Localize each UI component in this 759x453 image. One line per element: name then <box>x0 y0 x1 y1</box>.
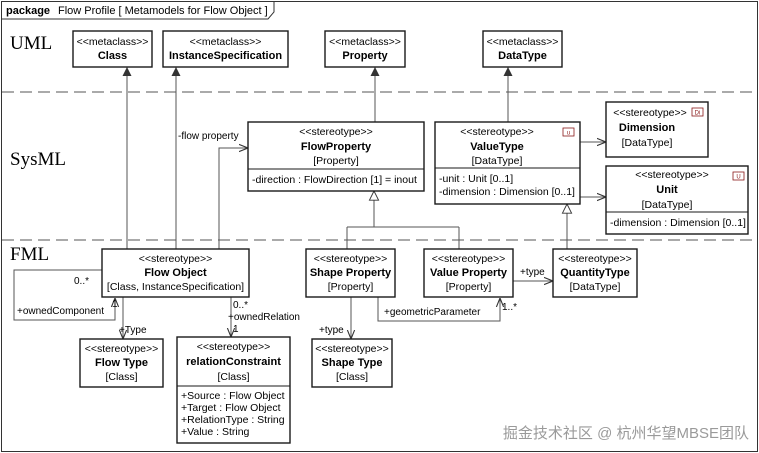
value-type-type: [DataType] <box>472 155 523 167</box>
svg-text:u: u <box>567 131 570 137</box>
shape-type-stereotype: <<stereotype>> <box>315 343 389 355</box>
metaclass-class-name: Class <box>98 50 127 62</box>
label-shapeproperty-type: +type <box>319 325 344 336</box>
label-relation-one: 1 <box>233 324 239 335</box>
layer-label-sysml: SysML <box>10 149 66 170</box>
stereotype-value-property[interactable]: <<stereotype>> Value Property [Property] <box>423 248 514 298</box>
flow-property-name: FlowProperty <box>301 141 372 153</box>
metaclass-instance-specification[interactable]: <<metaclass>> InstanceSpecification <box>162 30 289 68</box>
relation-constraint-stereotype: <<stereotype>> <box>197 341 271 353</box>
stereotype-flow-property[interactable]: <<stereotype>> FlowProperty [Property] -… <box>247 121 425 192</box>
metaclass-datatype-stereotype: <<metaclass>> <box>487 36 559 48</box>
label-flow-property: -flow property <box>178 131 239 142</box>
dimension-icon: Di <box>691 107 704 117</box>
metaclass-property[interactable]: <<metaclass>> Property <box>324 30 406 68</box>
metaclass-class-stereotype: <<metaclass>> <box>77 36 149 48</box>
shape-property-stereotype: <<stereotype>> <box>314 253 388 265</box>
quantity-type-name: QuantityType <box>560 267 629 279</box>
layer-label-fml: FML <box>10 244 49 265</box>
shape-type-name: Shape Type <box>322 357 383 369</box>
metaclass-property-name: Property <box>342 50 388 62</box>
layer-label-uml: UML <box>10 33 52 54</box>
flow-type-stereotype: <<stereotype>> <box>85 343 159 355</box>
shape-property-name: Shape Property <box>310 267 392 279</box>
stereotype-dimension[interactable]: <<stereotype>> Dimension [DataType] Di <box>605 101 709 158</box>
label-geometric-multiplicity: 1..* <box>502 302 517 313</box>
unit-stereotype: <<stereotype>> <box>635 169 709 181</box>
flow-type-name: Flow Type <box>95 357 148 369</box>
relation-constraint-attribute-relationtype: +RelationType : String <box>181 414 285 426</box>
dimension-stereotype: <<stereotype>> <box>613 107 687 119</box>
metaclass-datatype[interactable]: <<metaclass>> DataType <box>482 30 563 68</box>
relation-constraint-attribute-source: +Source : Flow Object <box>181 390 285 402</box>
value-property-name: Value Property <box>430 267 508 279</box>
label-flowobject-type: +Type <box>119 325 147 336</box>
unit-name: Unit <box>656 184 678 196</box>
stereotype-unit[interactable]: <<stereotype>> Unit [DataType] U -dimens… <box>605 165 749 235</box>
label-valueproperty-type: +type <box>520 267 545 278</box>
relation-constraint-attribute-value: +Value : String <box>181 426 250 438</box>
label-owned-relation: +ownedRelation <box>228 312 300 323</box>
shape-type-type: [Class] <box>336 371 368 383</box>
dimension-name: Dimension <box>619 122 676 134</box>
metaclass-instance-stereotype: <<metaclass>> <box>190 36 262 48</box>
stereotype-flow-object[interactable]: <<stereotype>> Flow Object [Class, Insta… <box>101 248 250 298</box>
flow-property-attribute: -direction : FlowDirection [1] = inout <box>252 174 417 186</box>
value-type-attribute-dimension: -dimension : Dimension [0..1] <box>439 186 575 198</box>
valuetype-icon: u <box>562 127 575 137</box>
package-tab <box>1 1 275 20</box>
label-owned-one: 1 <box>112 299 118 310</box>
label-relation-multiplicity: 0..* <box>233 300 248 311</box>
stereotype-value-type[interactable]: <<stereotype>> ValueType [DataType] u -u… <box>434 121 581 205</box>
relation-constraint-attribute-target: +Target : Flow Object <box>181 402 281 414</box>
flow-object-name: Flow Object <box>144 267 207 279</box>
value-property-stereotype: <<stereotype>> <box>432 253 506 265</box>
stereotype-quantity-type[interactable]: <<stereotype>> QuantityType [DataType] <box>552 248 638 298</box>
flow-object-stereotype: <<stereotype>> <box>139 253 213 265</box>
unit-attribute-dimension: -dimension : Dimension [0..1] <box>610 217 746 229</box>
association-geometric-parameter <box>377 297 500 322</box>
stereotype-flow-type[interactable]: <<stereotype>> Flow Type [Class] <box>79 338 164 388</box>
value-type-attribute-unit: -unit : Unit [0..1] <box>439 173 513 185</box>
shape-property-type: [Property] <box>328 281 374 293</box>
label-owned-component: +ownedComponent <box>17 306 104 317</box>
package-keyword: package <box>6 5 50 17</box>
relation-constraint-type: [Class] <box>217 371 249 383</box>
metaclass-class[interactable]: <<metaclass>> Class <box>72 30 153 68</box>
stereotype-shape-type[interactable]: <<stereotype>> Shape Type [Class] <box>311 338 393 388</box>
association-owned-component <box>13 269 115 321</box>
stereotype-shape-property[interactable]: <<stereotype>> Shape Property [Property] <box>305 248 396 298</box>
value-property-type: [Property] <box>446 281 492 293</box>
value-type-stereotype: <<stereotype>> <box>460 126 534 138</box>
metaclass-datatype-name: DataType <box>498 50 547 62</box>
flow-object-type: [Class, InstanceSpecification] <box>107 281 244 293</box>
label-geometric-parameter: +geometricParameter <box>384 307 481 318</box>
relation-constraint-name: relationConstraint <box>186 356 281 368</box>
metaclass-instance-name: InstanceSpecification <box>169 50 282 62</box>
watermark: 掘金技术社区 @ 杭州华望MBSE团队 <box>503 425 749 442</box>
flow-property-stereotype: <<stereotype>> <box>299 126 373 138</box>
quantity-type-type: [DataType] <box>570 281 621 293</box>
stereotype-relation-constraint[interactable]: <<stereotype>> relationConstraint [Class… <box>176 336 291 444</box>
package-title: Flow Profile [ Metamodels for Flow Objec… <box>58 5 268 17</box>
label-owned-multiplicity: 0..* <box>74 276 89 287</box>
flow-type-type: [Class] <box>105 371 137 383</box>
flow-property-type: [Property] <box>313 155 359 167</box>
metaclass-property-stereotype: <<metaclass>> <box>329 36 401 48</box>
unit-icon: U <box>732 171 745 181</box>
unit-type: [DataType] <box>642 199 693 211</box>
value-type-name: ValueType <box>470 141 524 153</box>
dimension-type: [DataType] <box>622 137 673 149</box>
svg-text:Di: Di <box>695 111 701 117</box>
svg-text:U: U <box>736 175 740 181</box>
association-flow-property <box>218 148 248 249</box>
quantity-type-stereotype: <<stereotype>> <box>558 253 632 265</box>
